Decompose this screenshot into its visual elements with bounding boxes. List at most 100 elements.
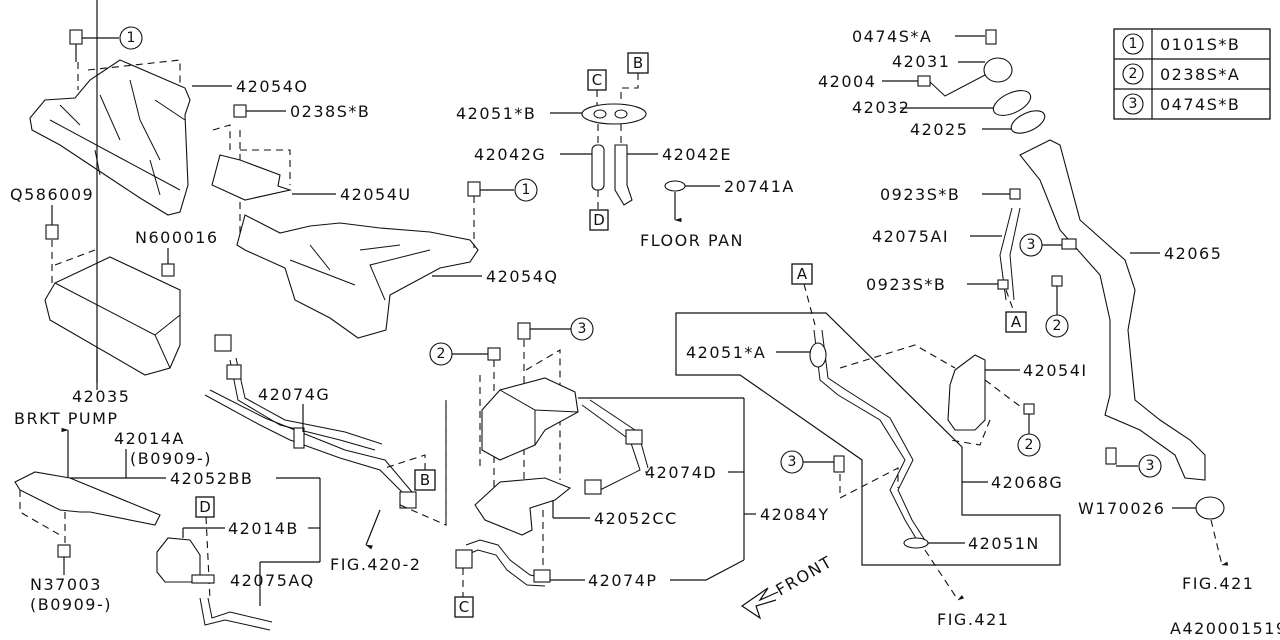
canister-42035: Q586009 N600016 42035 (10, 0, 219, 406)
front-arrow-icon (740, 587, 779, 620)
label-42074D: 42074D (645, 463, 717, 482)
clip-icon (917, 75, 931, 87)
connector-A (1005, 311, 1027, 333)
heat-shield-42054Q: 1 42054Q (236, 178, 559, 339)
clip-icon (293, 427, 305, 449)
solenoid-assembly: 2 3 42074D 42052CC 42084Y C 42074P (429, 317, 828, 618)
label-42074G: 42074G (258, 385, 330, 404)
cover-icon (947, 354, 986, 431)
label-42051B: 42051*B (456, 104, 536, 123)
legend-part-2: 0238S*A (1160, 65, 1240, 84)
legend-part-1: 0101S*B (1160, 35, 1240, 54)
heat-shield-icon (29, 59, 191, 216)
bracket-icon (14, 471, 161, 526)
reference-floor-pan: FLOOR PAN (640, 231, 744, 250)
hose-42074G: 42074G B FIG.420-2 (204, 334, 447, 574)
label-42051N: 42051N (968, 534, 1040, 553)
nut-icon (1023, 403, 1035, 415)
connector-icon (625, 429, 643, 445)
callout-2-icon (1122, 63, 1144, 85)
legend-table: 1 0101S*B 2 0238S*A 3 0474S*B (1113, 28, 1271, 120)
connector-text: C (459, 598, 469, 616)
bolt-icon (833, 455, 845, 473)
clamp-W170026: W170026 FIG.421 (1078, 496, 1254, 593)
label-42014A-note: (B0909-) (130, 449, 212, 468)
callout-text: 2 (1053, 318, 1062, 334)
connector-text: A (1011, 313, 1022, 331)
fuel-cap-icon (983, 57, 1013, 83)
plug-20741A: 20741A FLOOR PAN (640, 177, 795, 250)
label-42014A: 42014A (114, 429, 185, 448)
legend-symbol-2: 2 (1129, 66, 1138, 82)
callout-1-icon (119, 26, 143, 50)
screw-icon (985, 29, 997, 45)
label-W170026: W170026 (1078, 499, 1165, 518)
callout-1-icon (514, 178, 538, 202)
bolt-icon (45, 224, 59, 240)
callout-1-icon (1122, 33, 1144, 55)
label-42052CC: 42052CC (594, 509, 678, 528)
heat-shield-42054O: 1 42054O (29, 26, 307, 216)
heat-shield-icon (236, 214, 479, 339)
hose-42042G-icon (591, 144, 605, 191)
label-42074P: 42074P (588, 571, 658, 590)
callout-2-icon (1017, 433, 1041, 457)
bracket-42052BB: BRKT PUMP 42014A (B0909-) 42052BB N37003… (14, 409, 321, 614)
connector-text: B (633, 54, 643, 72)
connector-text: A (797, 265, 808, 283)
nut-icon (57, 544, 71, 558)
connector-D (195, 496, 215, 518)
reference-fig421-mid: FIG.421 (937, 610, 1009, 629)
connector-text: C (592, 71, 602, 89)
label-42051A: 42051*A (686, 343, 766, 362)
legend-symbol-3: 3 (1129, 96, 1138, 112)
connector-text: D (199, 498, 211, 516)
label-42052BB: 42052BB (170, 469, 253, 488)
bolt-icon (69, 29, 83, 45)
gasket-icon (1010, 110, 1046, 134)
connector-A (791, 263, 813, 285)
connector-text: D (593, 211, 605, 229)
reference-fig420-2: FIG.420-2 (330, 555, 421, 574)
label-42042G: 42042G (474, 145, 546, 164)
connector-D (589, 209, 609, 231)
legend-symbol-1: 1 (1129, 36, 1138, 52)
label-42042E: 42042E (662, 145, 732, 164)
callout-text: 3 (1027, 237, 1036, 253)
callout-text: 2 (437, 346, 446, 362)
cap-ring-icon (992, 90, 1032, 116)
nut-icon (487, 347, 501, 361)
clamp-icon (997, 279, 1009, 290)
reference-fig421-right: FIG.421 (1182, 574, 1254, 593)
label-42054Q: 42054Q (486, 267, 559, 286)
label-N600016: N600016 (135, 228, 219, 247)
nut-icon (233, 104, 247, 118)
figure-id: A420001519 (1170, 619, 1280, 638)
label-42054U: 42054U (340, 185, 412, 204)
nut-icon (1051, 275, 1063, 287)
clamp-icon (1009, 188, 1021, 200)
connector-icon (214, 334, 232, 352)
legend-part-3: 0474S*B (1160, 95, 1240, 114)
callout-3-icon (1138, 454, 1162, 478)
callout-text: 2 (1025, 437, 1034, 453)
nozzle-icon (191, 574, 215, 584)
cover-42054I: 42054I 2 (839, 344, 1086, 457)
label-42014B: 42014B (228, 519, 299, 538)
connector-icon (399, 491, 417, 509)
bolt-icon (1105, 447, 1117, 465)
callout-text: 1 (522, 182, 531, 198)
label-42031: 42031 (892, 52, 950, 71)
bolt-icon (467, 181, 481, 197)
label-42004: 42004 (818, 72, 876, 91)
reference-brkt-pump: BRKT PUMP (14, 409, 119, 428)
label-20741A: 20741A (724, 177, 795, 196)
label-0923SB-top: 0923S*B (880, 185, 960, 204)
bolt-icon (1061, 238, 1077, 250)
nut-icon (161, 263, 175, 277)
filler-cap-assembly: 0474S*A 42031 42004 42032 42025 (818, 27, 1046, 139)
grommet-icon (903, 537, 929, 549)
reference-front: FRONT (773, 552, 836, 600)
callout-text: 3 (1146, 458, 1155, 474)
connector-text: B (420, 471, 430, 489)
